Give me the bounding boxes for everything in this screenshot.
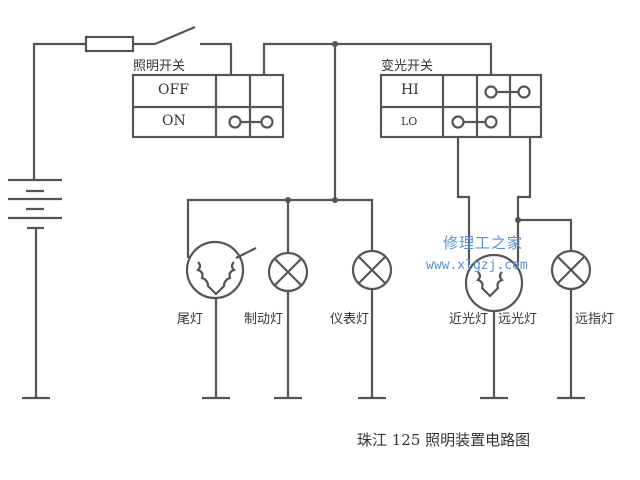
- instrument-lamp-label: 仪表灯: [330, 312, 370, 327]
- lighting-switch-box: [131, 73, 285, 139]
- dimmer-switch-box: [379, 73, 543, 139]
- fuse-icon: [84, 35, 135, 53]
- tail-lamp-icon: [185, 240, 257, 400]
- dimmer-row-hi: HI: [401, 82, 419, 98]
- watermark-name: 修理工之家: [443, 234, 524, 252]
- lighting-switch-label: 照明开关: [133, 59, 186, 74]
- lighting-row-on: ON: [162, 113, 186, 129]
- high-beam-label: 远光灯: [498, 312, 538, 327]
- high-indicator-label: 远指灯: [575, 312, 615, 327]
- instrument-lamp-icon: [351, 249, 393, 400]
- high-indicator-lamp-icon: [550, 249, 592, 400]
- battery-icon: [8, 178, 62, 400]
- low-beam-label: 近光灯: [449, 312, 489, 327]
- tail-lamp-label: 尾灯: [177, 312, 204, 327]
- brake-lamp-icon: [267, 200, 309, 400]
- watermark-url: www.xlgzj.com: [426, 258, 528, 273]
- dimmer-switch-label: 变光开关: [381, 59, 434, 74]
- main-feed-wire: [32, 25, 233, 180]
- lighting-row-off: OFF: [158, 82, 189, 98]
- dimmer-row-lo: LO: [401, 115, 418, 128]
- headlamp-icon: [464, 253, 524, 400]
- brake-lamp-label: 制动灯: [244, 312, 284, 327]
- main-switch-icon: [154, 25, 196, 46]
- diagram-caption: 珠江 125 照明装置电路图: [357, 431, 531, 449]
- bus-wire: [262, 42, 493, 75]
